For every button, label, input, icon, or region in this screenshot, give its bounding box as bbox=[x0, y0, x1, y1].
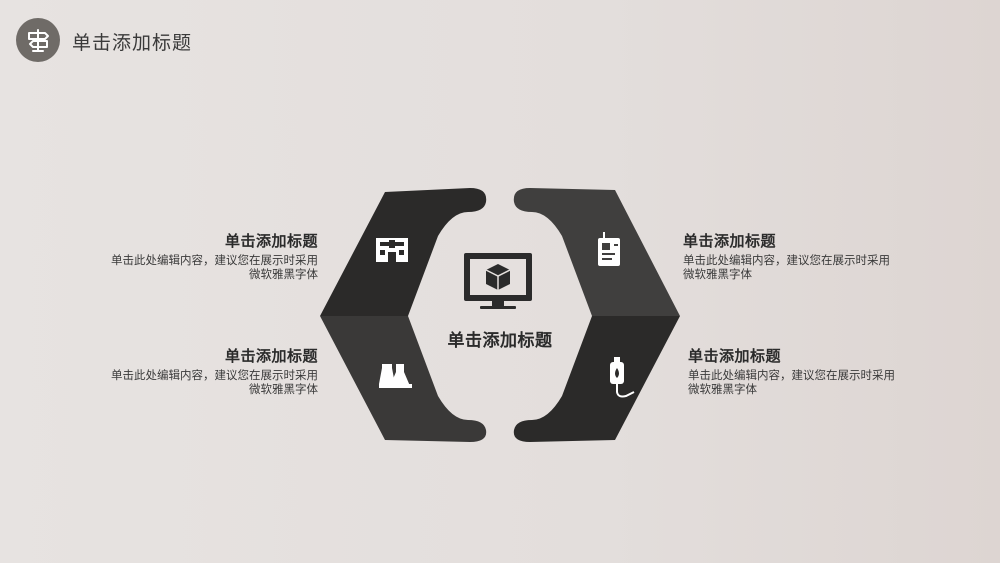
left-bottom-desc-line1: 单击此处编辑内容，建议您在展示时采用 bbox=[111, 368, 318, 382]
logo bbox=[16, 18, 60, 62]
right-bottom-text: 单击添加标题 单击此处编辑内容，建议您在展示时采用 微软雅黑字体 bbox=[688, 345, 895, 396]
right-top-desc-line2: 微软雅黑字体 bbox=[683, 267, 752, 281]
left-top-text: 单击添加标题 单击此处编辑内容，建议您在展示时采用 微软雅黑字体 bbox=[111, 230, 318, 281]
right-bottom-desc-line1: 单击此处编辑内容，建议您在展示时采用 bbox=[688, 368, 895, 382]
left-top-desc-line1: 单击此处编辑内容，建议您在展示时采用 bbox=[111, 253, 318, 267]
center-title: 单击添加标题 bbox=[447, 331, 553, 351]
page-title: 单击添加标题 bbox=[72, 32, 193, 54]
signpost-icon bbox=[28, 29, 49, 52]
left-bottom-title: 单击添加标题 bbox=[224, 347, 318, 365]
left-top-title: 单击添加标题 bbox=[224, 232, 318, 250]
right-band-bottom bbox=[513, 316, 680, 442]
monitor-cube-icon bbox=[464, 253, 532, 309]
right-band-top bbox=[513, 188, 680, 316]
right-top-desc-line1: 单击此处编辑内容，建议您在展示时采用 bbox=[683, 253, 890, 267]
iv-drip-icon bbox=[610, 357, 635, 398]
left-top-desc-line2: 微软雅黑字体 bbox=[249, 267, 318, 281]
left-bottom-desc-line2: 微软雅黑字体 bbox=[249, 382, 318, 396]
hospital-icon bbox=[376, 238, 408, 262]
right-top-title: 单击添加标题 bbox=[683, 232, 777, 250]
id-badge-icon bbox=[598, 232, 620, 266]
left-bottom-text: 单击添加标题 单击此处编辑内容，建议您在展示时采用 微软雅黑字体 bbox=[111, 345, 318, 396]
lab-flask-icon bbox=[379, 364, 412, 388]
right-bottom-desc-line2: 微软雅黑字体 bbox=[688, 382, 757, 396]
right-bottom-title: 单击添加标题 bbox=[688, 347, 782, 365]
right-top-text: 单击添加标题 单击此处编辑内容，建议您在展示时采用 微软雅黑字体 bbox=[683, 230, 890, 281]
